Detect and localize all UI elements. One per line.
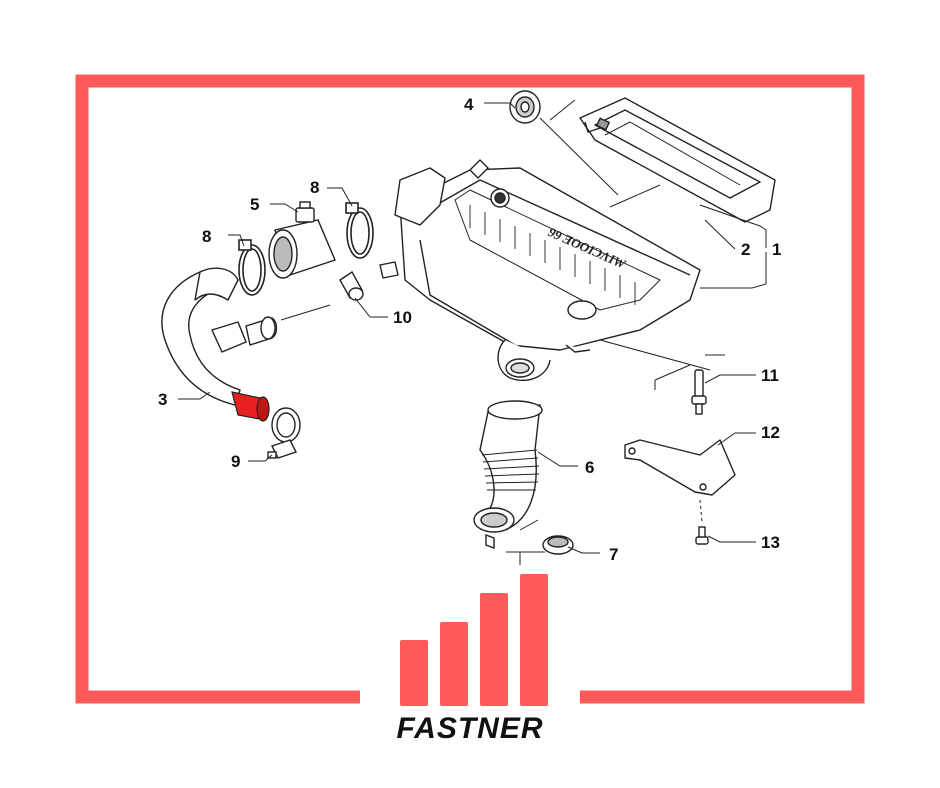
- screw: [695, 526, 709, 545]
- callout-8b: 8: [310, 178, 319, 197]
- logo-bar-3: [480, 593, 508, 706]
- logo-bar-4: [520, 574, 548, 706]
- logo-bars: [400, 574, 548, 706]
- callout-8a: 8: [202, 227, 211, 246]
- callout-7: 7: [609, 545, 618, 564]
- intake-hose: [161, 267, 278, 406]
- callout-3: 3: [158, 390, 167, 409]
- highlighted-hose-end: [231, 391, 270, 422]
- callout-12: 12: [761, 423, 780, 442]
- air-mass-meter: [268, 201, 336, 279]
- callouts: 1 2 3 4 5 6 7 8 8 9 10 11 12 13: [158, 95, 781, 564]
- callout-9: 9: [231, 452, 240, 471]
- leader-lines: [178, 99, 767, 565]
- stud: [691, 369, 707, 415]
- callout-5: 5: [250, 195, 259, 214]
- logo-bar-2: [440, 622, 468, 706]
- filter-element: [579, 97, 776, 223]
- callout-1: 1: [772, 240, 781, 259]
- callout-6: 6: [585, 458, 594, 477]
- logo-bar-1: [400, 640, 428, 706]
- callout-2: 2: [741, 240, 750, 259]
- clamp-left: [238, 244, 266, 296]
- callout-10: 10: [393, 308, 412, 327]
- grommet: [542, 535, 574, 555]
- air-filter-housing: [379, 159, 701, 381]
- callout-13: 13: [761, 533, 780, 552]
- brand-frame: [75, 74, 865, 704]
- callout-11: 11: [761, 366, 779, 385]
- small-cap: [339, 270, 364, 301]
- bracket: [624, 439, 736, 496]
- brand-wordmark: FASTNER: [396, 712, 544, 745]
- corrugated-duct: [473, 400, 543, 550]
- cap-top: [509, 90, 541, 124]
- small-clamp: [267, 407, 301, 459]
- hose-clamps: [238, 202, 374, 296]
- callout-4: 4: [464, 95, 474, 114]
- clamp-right: [346, 207, 374, 259]
